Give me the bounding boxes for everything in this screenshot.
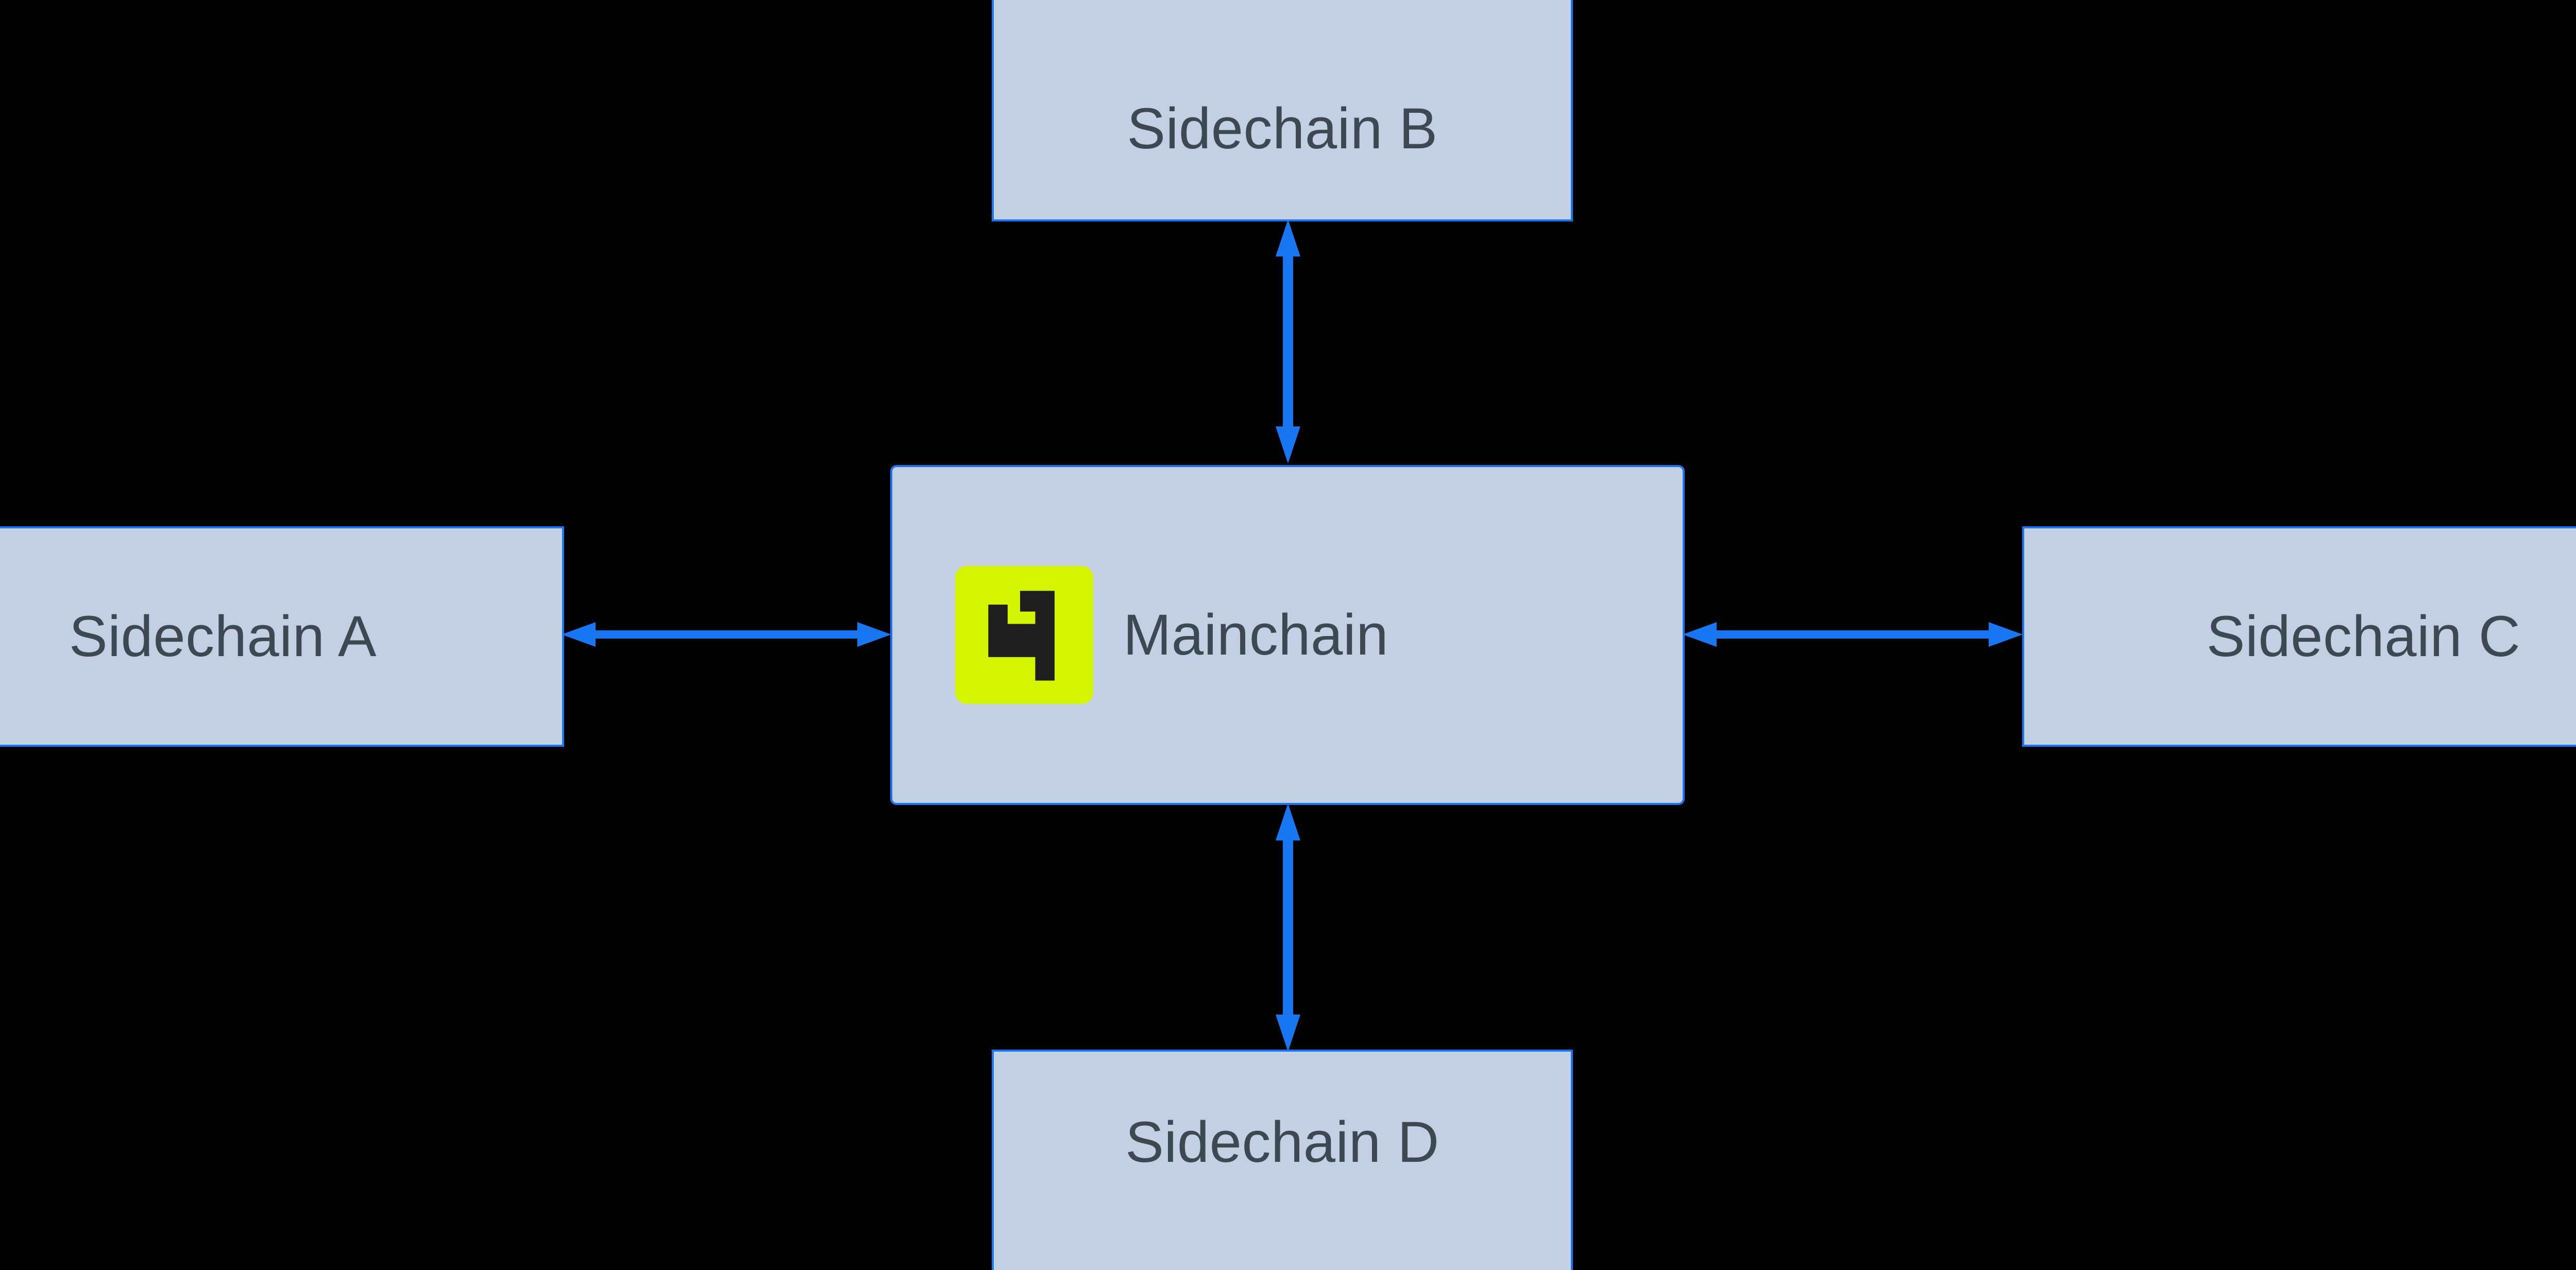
node-mainchain-label: Mainchain (1123, 603, 1389, 667)
arrow-shaft (1714, 630, 1993, 639)
arrowhead-right-icon (1989, 622, 2023, 647)
arrowhead-left-icon (562, 622, 596, 647)
edge-mainchain-sidechain-c[interactable] (1683, 620, 2023, 649)
node-sidechain-a[interactable]: Sidechain A (0, 526, 564, 747)
edge-mainchain-sidechain-d[interactable] (1274, 803, 1302, 1052)
node-sidechain-d[interactable]: Sidechain D (992, 1050, 1573, 1270)
mainchain-logo-icon (955, 566, 1093, 704)
node-sidechain-a-label: Sidechain A (69, 604, 377, 668)
node-sidechain-d-label: Sidechain D (1125, 1110, 1439, 1174)
arrowhead-up-icon (1276, 803, 1300, 840)
node-sidechain-c-label: Sidechain C (2206, 604, 2521, 668)
edge-sidechain-b-mainchain[interactable] (1274, 219, 1302, 464)
node-sidechain-b[interactable]: Sidechain B (992, 0, 1573, 221)
arrow-shaft (1283, 837, 1293, 1018)
node-sidechain-b-label: Sidechain B (1127, 96, 1438, 161)
node-sidechain-c[interactable]: Sidechain C (2022, 526, 2576, 747)
arrowhead-down-icon (1276, 1015, 1300, 1052)
arrowhead-up-icon (1276, 219, 1300, 256)
arrowhead-right-icon (857, 622, 891, 647)
arrowhead-left-icon (1683, 622, 1717, 647)
edge-sidechain-a-mainchain[interactable] (562, 620, 891, 649)
arrow-shaft (1283, 253, 1293, 431)
arrow-shaft (592, 630, 861, 639)
node-mainchain[interactable]: Mainchain (890, 465, 1685, 805)
arrowhead-down-icon (1276, 426, 1300, 464)
